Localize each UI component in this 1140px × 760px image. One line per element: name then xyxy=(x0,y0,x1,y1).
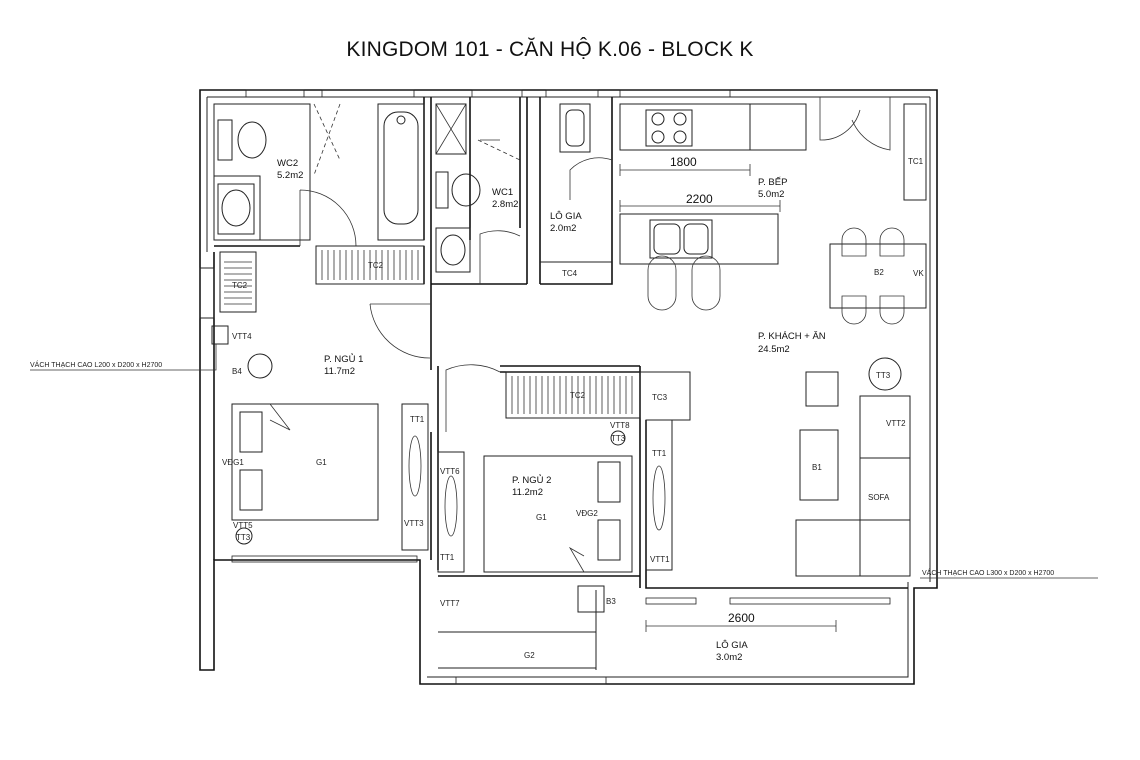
wardrobes xyxy=(219,245,641,419)
wall-notes: VÁCH THẠCH CAO L200 x D200 x H2700 VÁCH … xyxy=(30,360,1054,577)
tag-vtt7: VTT7 xyxy=(440,599,460,608)
tag-vk: VK xyxy=(913,269,924,278)
room-labels: WC2 5.2m2 WC1 2.8m2 LÔ GIA 2.0m2 P. BẾP … xyxy=(277,158,826,663)
tag-tc2-mid: TC2 xyxy=(570,391,586,400)
top-windows xyxy=(245,89,731,98)
tag-tc2-top: TC2 xyxy=(368,261,384,270)
logia-bottom-area: 3.0m2 xyxy=(716,652,742,663)
tag-b3: B3 xyxy=(606,597,616,606)
tag-b1: B1 xyxy=(812,463,822,472)
tag-tc4: TC4 xyxy=(562,269,578,278)
dim-1800: 1800 xyxy=(670,155,697,169)
note-right-wall: VÁCH THẠCH CAO L300 x D200 x H2700 xyxy=(922,568,1054,577)
tag-g2: G2 xyxy=(524,651,535,660)
bed2-name: P. NGỦ 2 xyxy=(512,474,551,486)
kitchen-name: P. BẾP xyxy=(758,177,787,188)
tag-vtt4: VTT4 xyxy=(232,332,252,341)
dim-2600: 2600 xyxy=(728,611,755,625)
tag-b4: B4 xyxy=(232,367,242,376)
tag-tt1-a: TT1 xyxy=(410,415,425,424)
tag-tt3-c: TT3 xyxy=(876,371,891,380)
wc1-area: 2.8m2 xyxy=(492,199,518,210)
tag-vtt8: VTT8 xyxy=(610,421,630,430)
tag-g1-b: G1 xyxy=(536,513,547,522)
leader-lines xyxy=(30,344,1098,579)
bed1-name: P. NGỦ 1 xyxy=(324,353,363,365)
living-name: P. KHÁCH + ĂN xyxy=(758,331,826,342)
tag-vtt6: VTT6 xyxy=(440,467,460,476)
wc2-name: WC2 xyxy=(277,158,298,169)
bed2-area: 11.2m2 xyxy=(512,487,543,498)
bed1-area: 11.7m2 xyxy=(324,366,355,377)
dim-2200: 2200 xyxy=(686,192,713,206)
tag-vtt3: VTT3 xyxy=(404,519,424,528)
wardrobe-doors xyxy=(235,353,673,573)
bottom-windows xyxy=(231,555,891,685)
tag-tc3: TC3 xyxy=(652,393,668,402)
note-left-wall: VÁCH THẠCH CAO L200 x D200 x H2700 xyxy=(30,360,162,369)
tag-tt3-b: TT3 xyxy=(611,434,626,443)
logia-bottom-name: LÔ GIA xyxy=(716,640,748,651)
wc2-area: 5.2m2 xyxy=(277,170,303,181)
tag-g1-a: G1 xyxy=(316,458,327,467)
tag-vdg2: VĐG2 xyxy=(576,509,598,518)
tag-tc1: TC1 xyxy=(908,157,924,166)
bathroom-fixtures xyxy=(217,103,591,273)
beds xyxy=(231,403,633,613)
wc1-name: WC1 xyxy=(492,187,513,198)
logia-top-area: 2.0m2 xyxy=(550,223,576,234)
tag-vtt5: VTT5 xyxy=(233,521,253,530)
interior-walls xyxy=(199,97,927,670)
outer-walls xyxy=(199,89,938,685)
doors xyxy=(299,97,891,432)
plan-title: KINGDOM 101 - CĂN HỘ K.06 - BLOCK K xyxy=(346,38,754,61)
living-furniture xyxy=(795,227,927,577)
tag-vtt1: VTT1 xyxy=(650,555,670,564)
logia-top-name: LÔ GIA xyxy=(550,211,582,222)
dimension-lines xyxy=(619,164,837,632)
equipment-tags: TC1 TC2 TC2 TC2 TC3 TC4 VTT4 B4 VĐG1 VTT… xyxy=(222,157,924,660)
tag-b2: B2 xyxy=(874,268,884,277)
living-area: 24.5m2 xyxy=(758,344,790,355)
kitchen-area: 5.0m2 xyxy=(758,189,784,200)
kitchen-fixtures xyxy=(619,103,807,311)
tag-tc2-left: TC2 xyxy=(232,281,248,290)
tag-tt1-c: TT1 xyxy=(652,449,667,458)
tag-tt3-a: TT3 xyxy=(236,533,251,542)
tag-tt1-b: TT1 xyxy=(440,553,455,562)
tag-vtt2: VTT2 xyxy=(886,419,906,428)
dimension-values: 1800 2200 2600 xyxy=(670,155,755,625)
tag-sofa: SOFA xyxy=(868,493,890,502)
tag-vdg1: VĐG1 xyxy=(222,458,244,467)
